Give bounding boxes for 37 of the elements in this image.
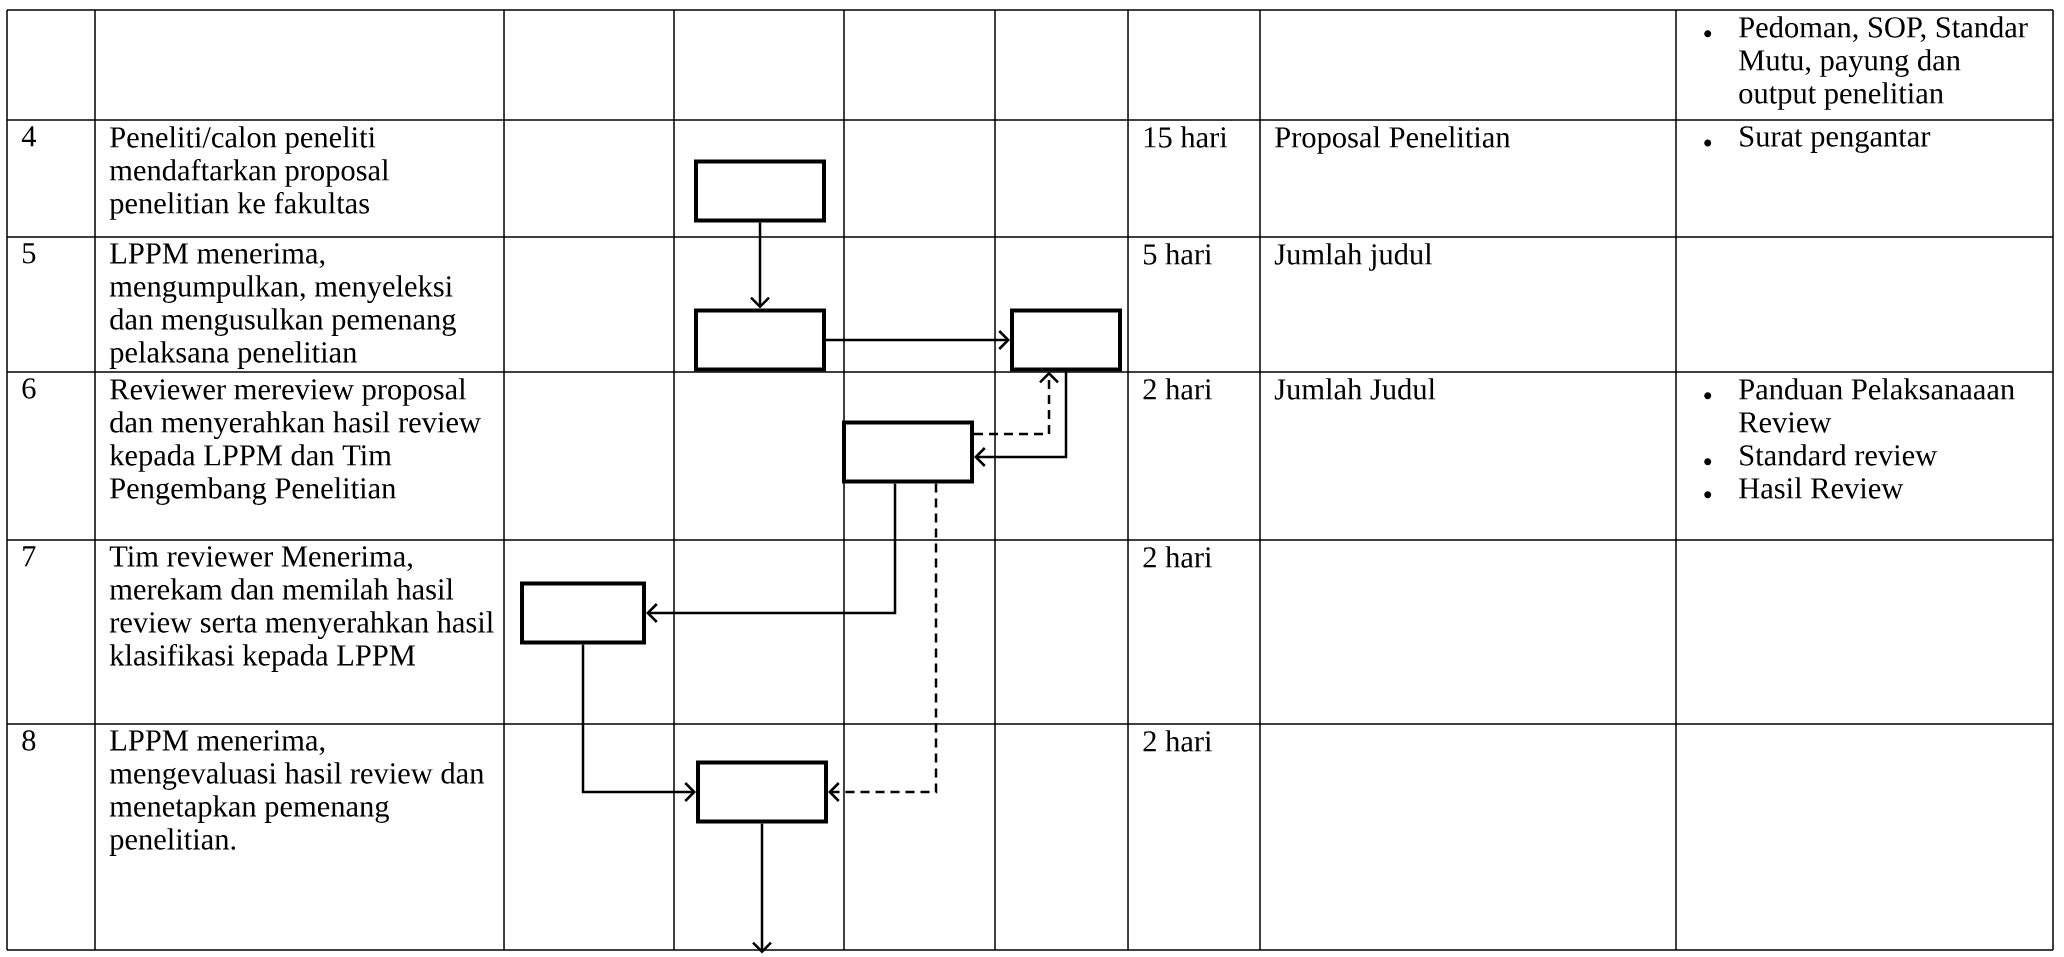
- row-number: 8: [22, 730, 36, 751]
- output-text: Proposal Penelitian: [1275, 126, 1511, 154]
- arrow: [750, 222, 770, 309]
- dashed-arrow: [974, 371, 1059, 436]
- row-number: 6: [22, 378, 36, 399]
- duration-text: 2 hari: [1143, 378, 1212, 400]
- step-description: Peneliti/calon peneliti mendaftarkan proposal penelitian ke fakultas: [109, 126, 389, 220]
- list-item: Pedoman, SOP, Standar Mutu, payung dan output penelitian: [1704, 16, 2028, 110]
- duration-text: 5 hari: [1144, 243, 1212, 265]
- output-text: Jumlah Judul: [1274, 378, 1436, 400]
- process-box: [694, 159, 826, 223]
- duration-text: 2 hari: [1143, 730, 1212, 752]
- process-box: [520, 581, 646, 645]
- process-box: [696, 760, 828, 824]
- row-number: 5: [23, 243, 36, 264]
- step-description: Reviewer mereview proposal dan menyerahkan hasil review kepada LPPM dan Tim Pengembang Penelitian: [109, 378, 481, 505]
- row-number: 4: [21, 126, 36, 147]
- duration-text: 2 hari: [1143, 546, 1212, 568]
- arrow: [752, 823, 772, 954]
- dashed-arrow: [828, 483, 938, 802]
- process-box: [694, 308, 826, 372]
- row-number: 7: [23, 546, 36, 567]
- list-item: Surat pengantar: [1704, 126, 1931, 153]
- list-item: Hasil Review: [1704, 477, 1904, 499]
- step-description: LPPM menerima, mengumpulkan, menyeleksi dan mengusulkan pemenang pelaksana penelitian: [109, 243, 456, 369]
- process-box: [1010, 308, 1122, 372]
- arrow: [581, 644, 696, 802]
- duration-text: 15 hari: [1144, 126, 1228, 148]
- step-description: Tim reviewer Menerima, merekam dan memilah hasil review serta menyerahkan hasil klasifikasi kepada LPPM: [109, 546, 494, 672]
- list-item: Standard review: [1704, 444, 1938, 466]
- arrow: [826, 330, 1010, 350]
- arrow: [646, 483, 897, 623]
- step-description: LPPM menerima, mengevaluasi hasil review dan menetapkan pemenang penelitian.: [109, 730, 484, 856]
- arrow: [974, 371, 1068, 467]
- output-text: Jumlah judul: [1274, 243, 1433, 271]
- list-item: Panduan Pelaksanaaan Review: [1704, 378, 2015, 433]
- process-box: [842, 420, 974, 484]
